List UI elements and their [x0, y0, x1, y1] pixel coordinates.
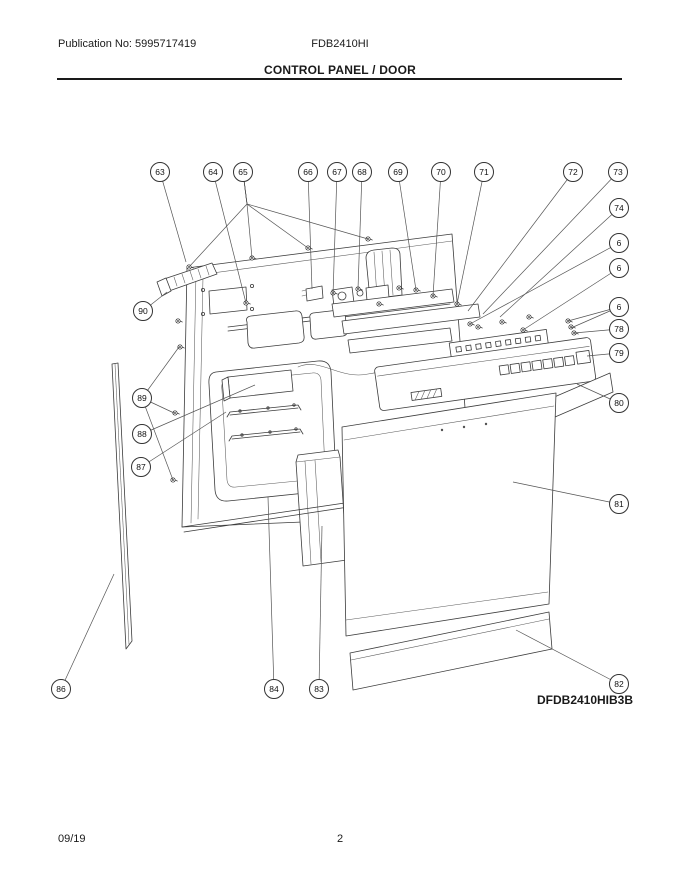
leader-line: [318, 525, 323, 690]
svg-text:67: 67: [332, 167, 342, 177]
part-balloon-26-83[interactable]: 83: [309, 679, 329, 699]
svg-text:78: 78: [614, 324, 624, 334]
door-cutout: [208, 286, 248, 315]
bracket-rails: [226, 404, 304, 442]
page-title: CONTROL PANEL / DOOR: [263, 63, 416, 77]
leader-line: [332, 171, 338, 296]
backing-panel: [331, 288, 455, 318]
leader-line: [499, 207, 620, 318]
part-balloon-20-90[interactable]: 90: [133, 301, 153, 321]
part-balloon-7-70[interactable]: 70: [431, 162, 451, 182]
leader-line: [357, 171, 363, 290]
leader-line: [141, 397, 174, 481]
wire-plug: [305, 285, 324, 302]
part-balloon-10-73[interactable]: 73: [608, 162, 628, 182]
svg-text:70: 70: [436, 167, 446, 177]
svg-text:89: 89: [137, 393, 147, 403]
part-balloon-19-82[interactable]: 82: [609, 674, 629, 694]
part-balloon-12-6[interactable]: 6: [609, 233, 629, 253]
svg-text:73: 73: [613, 167, 623, 177]
part-balloon-9-72[interactable]: 72: [563, 162, 583, 182]
part-balloon-17-80[interactable]: 80: [609, 393, 629, 413]
part-balloon-25-84[interactable]: 84: [264, 679, 284, 699]
part-balloon-22-88[interactable]: 88: [132, 424, 152, 444]
title-divider: [57, 78, 622, 80]
part-balloon-18-81[interactable]: 81: [609, 494, 629, 514]
part-balloon-24-86[interactable]: 86: [51, 679, 71, 699]
footer-page-number: 2: [336, 833, 344, 845]
svg-text:80: 80: [614, 398, 624, 408]
part-balloon-16-79[interactable]: 79: [609, 343, 629, 363]
svg-text:84: 84: [269, 684, 279, 694]
part-balloon-23-87[interactable]: 87: [131, 457, 151, 477]
part-balloon-0-63[interactable]: 63: [150, 162, 170, 182]
svg-text:6: 6: [617, 263, 622, 273]
publication-number: Publication No: 5995717419: [58, 38, 197, 50]
leader-line: [159, 171, 187, 263]
part-balloon-14-6[interactable]: 6: [609, 297, 629, 317]
leader-line: [512, 481, 620, 505]
leader-line: [212, 171, 247, 304]
leader-line: [141, 384, 256, 435]
diagram-artwork: [111, 233, 614, 691]
part-balloon-2-65[interactable]: 65: [233, 162, 253, 182]
svg-text:72: 72: [568, 167, 578, 177]
leader-line: [141, 346, 180, 399]
control-panel: [374, 337, 597, 411]
part-balloon-3-66[interactable]: 66: [298, 162, 318, 182]
leader-line: [432, 171, 442, 297]
svg-text:65: 65: [238, 167, 248, 177]
display-window: [575, 350, 591, 365]
svg-text:6: 6: [617, 238, 622, 248]
part-balloon-13-6[interactable]: 6: [609, 258, 629, 278]
svg-text:74: 74: [614, 203, 624, 213]
leader-line: [60, 573, 115, 690]
leader-line: [397, 171, 417, 291]
svg-text:87: 87: [136, 462, 146, 472]
leader-line: [467, 171, 574, 312]
leader-line: [456, 171, 485, 305]
leader-line: [242, 171, 369, 240]
svg-text:63: 63: [155, 167, 165, 177]
latch-bracket: [246, 310, 305, 349]
svg-text:81: 81: [614, 499, 624, 509]
part-balloon-15-78[interactable]: 78: [609, 319, 629, 339]
leader-line: [469, 242, 620, 325]
leader-line: [242, 171, 309, 249]
model-number: FDB2410HI: [311, 38, 369, 50]
outer-door-panel: [341, 392, 557, 637]
leader-line: [188, 171, 248, 268]
part-balloon-21-89[interactable]: 89: [132, 388, 152, 408]
part-balloon-11-74[interactable]: 74: [609, 198, 629, 218]
part-balloon-1-64[interactable]: 64: [203, 162, 223, 182]
diagram-code-label: DFDB2410HIB3B: [536, 693, 634, 707]
svg-text:90: 90: [138, 306, 148, 316]
svg-text:83: 83: [314, 684, 324, 694]
leader-line: [307, 171, 313, 290]
leader-line: [522, 267, 620, 331]
svg-text:6: 6: [617, 302, 622, 312]
svg-text:88: 88: [137, 429, 147, 439]
part-balloon-6-69[interactable]: 69: [388, 162, 408, 182]
leader-line: [482, 171, 619, 315]
part-balloon-8-71[interactable]: 71: [474, 162, 494, 182]
footer-date: 09/19: [58, 833, 86, 845]
svg-text:79: 79: [614, 348, 624, 358]
svg-text:64: 64: [208, 167, 218, 177]
vent-piece: [365, 247, 403, 300]
svg-text:69: 69: [393, 167, 403, 177]
leader-line: [140, 411, 227, 468]
svg-text:68: 68: [357, 167, 367, 177]
svg-text:71: 71: [479, 167, 489, 177]
svg-text:82: 82: [614, 679, 624, 689]
svg-text:86: 86: [56, 684, 66, 694]
svg-text:66: 66: [303, 167, 313, 177]
part-balloon-4-67[interactable]: 67: [327, 162, 347, 182]
part-balloon-5-68[interactable]: 68: [352, 162, 372, 182]
leader-line: [267, 496, 275, 690]
leader-line: [515, 629, 620, 685]
